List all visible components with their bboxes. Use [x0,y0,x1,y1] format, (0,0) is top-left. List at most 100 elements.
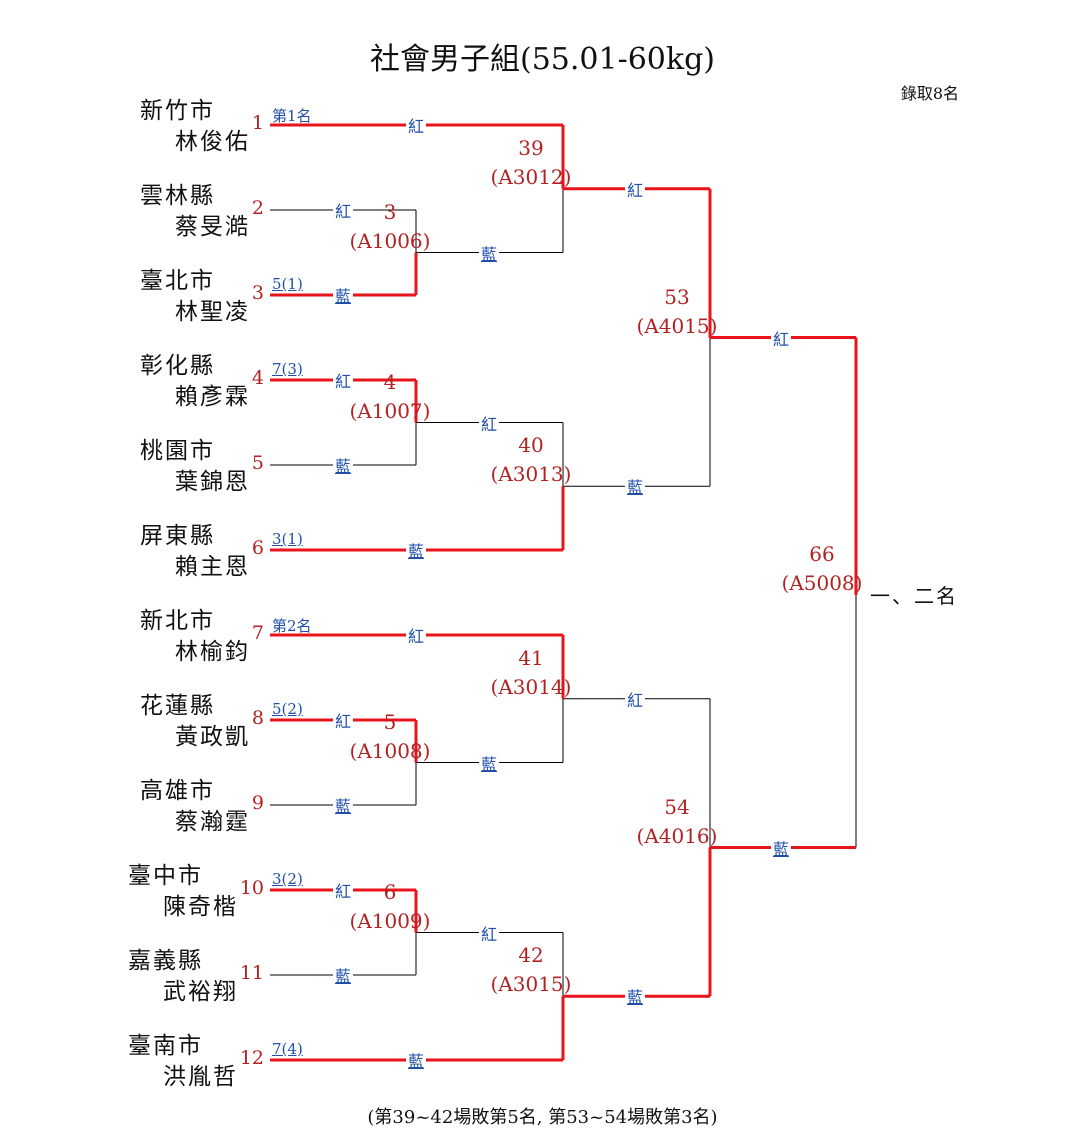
match-label: 6 (A1009) [335,878,445,936]
match-label: 54 (A4016) [622,793,732,851]
red-corner-tag: 紅 [332,368,354,392]
match-number: 53 [664,284,690,309]
team-city: 臺中市 [128,863,203,889]
red-corner-tag: 紅 [478,920,500,945]
blue-corner-tag: 藍 [624,474,646,499]
red-corner-tag: 紅 [405,623,427,647]
match-code: (A3014) [490,674,572,699]
team-entry: 嘉義縣武裕翔 [128,946,238,1008]
match-label: 5 (A1008) [335,708,445,766]
athlete-name: 陳奇楷 [163,894,238,920]
blue-corner-tag: 藍 [405,538,427,562]
result-note: 3(1) [272,530,303,548]
final-placement-label: 一、二名 [870,584,958,608]
athlete-name: 賴主恩 [175,554,250,580]
team-entry: 新竹市林俊佑 [140,96,250,158]
seed-number: 9 [251,792,264,814]
red-corner-tag: 紅 [624,176,646,201]
athlete-name: 蔡旻澔 [175,214,250,240]
blue-corner-tag: 藍 [478,240,500,265]
red-corner-tag: 紅 [332,708,354,732]
seed-number: 10 [239,877,264,899]
match-number: 66 [809,542,835,566]
athlete-name: 林俊佑 [175,129,250,155]
match-number: 6 [383,879,397,904]
blue-corner-tag: 藍 [332,283,354,307]
page-title: 社會男子組(55.01-60kg) [370,42,715,77]
athlete-name: 林聖凌 [175,299,250,325]
team-entry: 臺南市洪胤哲 [128,1031,238,1093]
athlete-name: 武裕翔 [163,979,238,1005]
team-city: 臺南市 [128,1033,203,1059]
seed-number: 7 [251,622,264,644]
blue-corner-tag: 藍 [478,750,500,775]
seed-number: 4 [251,367,264,389]
match-code: (A1008) [349,738,431,763]
match-code: (A1006) [349,228,431,253]
match-code: (A1007) [349,398,431,423]
blue-corner-tag: 藍 [332,453,354,477]
match-code: (A4016) [636,823,718,848]
team-city: 雲林縣 [140,183,215,209]
team-city: 屏東縣 [140,523,215,549]
blue-corner-tag: 藍 [624,984,646,1009]
match-label: 39 (A3012) [476,134,586,192]
match-label: 42 (A3015) [476,941,586,999]
team-city: 嘉義縣 [128,948,203,974]
team-city: 臺北市 [140,268,215,294]
match-label: 66 (A5008) [767,540,877,598]
seed-number: 8 [251,707,264,729]
team-entry: 高雄市蔡瀚霆 [140,776,250,838]
team-entry: 臺北市林聖凌 [140,266,250,328]
red-corner-tag: 紅 [624,686,646,711]
result-note: 3(2) [272,870,303,888]
athlete-name: 賴彥霖 [175,384,250,410]
blue-corner-tag: 藍 [405,1048,427,1072]
blue-corner-tag: 藍 [332,793,354,817]
athlete-name: 蔡瀚霆 [175,809,250,835]
result-note: 5(2) [272,700,303,718]
team-entry: 彰化縣賴彥霖 [140,351,250,413]
seed-number: 12 [239,1047,264,1069]
match-number: 4 [383,369,397,394]
match-code: (A1009) [349,908,431,933]
team-city: 彰化縣 [140,353,215,379]
footnote: (第39~42場敗第5名, 第53~54場敗第3名) [367,1107,718,1128]
red-corner-tag: 紅 [478,410,500,435]
team-entry: 臺中市陳奇楷 [128,861,238,923]
athlete-name: 黃政凱 [175,724,250,750]
seed-number: 5 [251,452,264,474]
match-number: 42 [518,943,544,968]
seed-number: 3 [251,282,264,304]
quota-label: 錄取8名 [900,84,959,103]
match-number: 41 [518,645,544,670]
team-city: 桃園市 [140,438,215,464]
team-city: 花蓮縣 [140,693,215,719]
blue-corner-tag: 藍 [332,963,354,987]
match-label: 4 (A1007) [335,368,445,426]
result-note: 7(3) [272,360,303,378]
match-number: 40 [518,433,544,458]
seed-number: 6 [251,537,264,559]
match-code: (A3012) [490,164,572,189]
red-corner-tag: 紅 [332,878,354,902]
match-number: 5 [383,709,397,734]
athlete-name: 洪胤哲 [163,1064,238,1090]
red-corner-tag: 紅 [405,113,427,137]
team-entry: 桃園市葉錦恩 [140,436,250,498]
match-number: 54 [664,794,690,819]
seed-number: 11 [239,962,264,984]
result-note: 5(1) [272,275,303,293]
athlete-name: 葉錦恩 [175,469,250,495]
match-code: (A5008) [781,571,863,595]
match-number: 39 [518,135,544,160]
blue-corner-tag: 藍 [770,835,792,860]
team-entry: 新北市林榆鈞 [140,606,250,668]
seed-number: 2 [251,197,264,219]
result-note: 7(4) [272,1040,303,1058]
red-corner-tag: 紅 [770,325,792,350]
match-number: 3 [383,199,397,224]
team-city: 新竹市 [140,98,215,124]
team-entry: 雲林縣蔡旻澔 [140,181,250,243]
match-code: (A3015) [490,972,572,997]
